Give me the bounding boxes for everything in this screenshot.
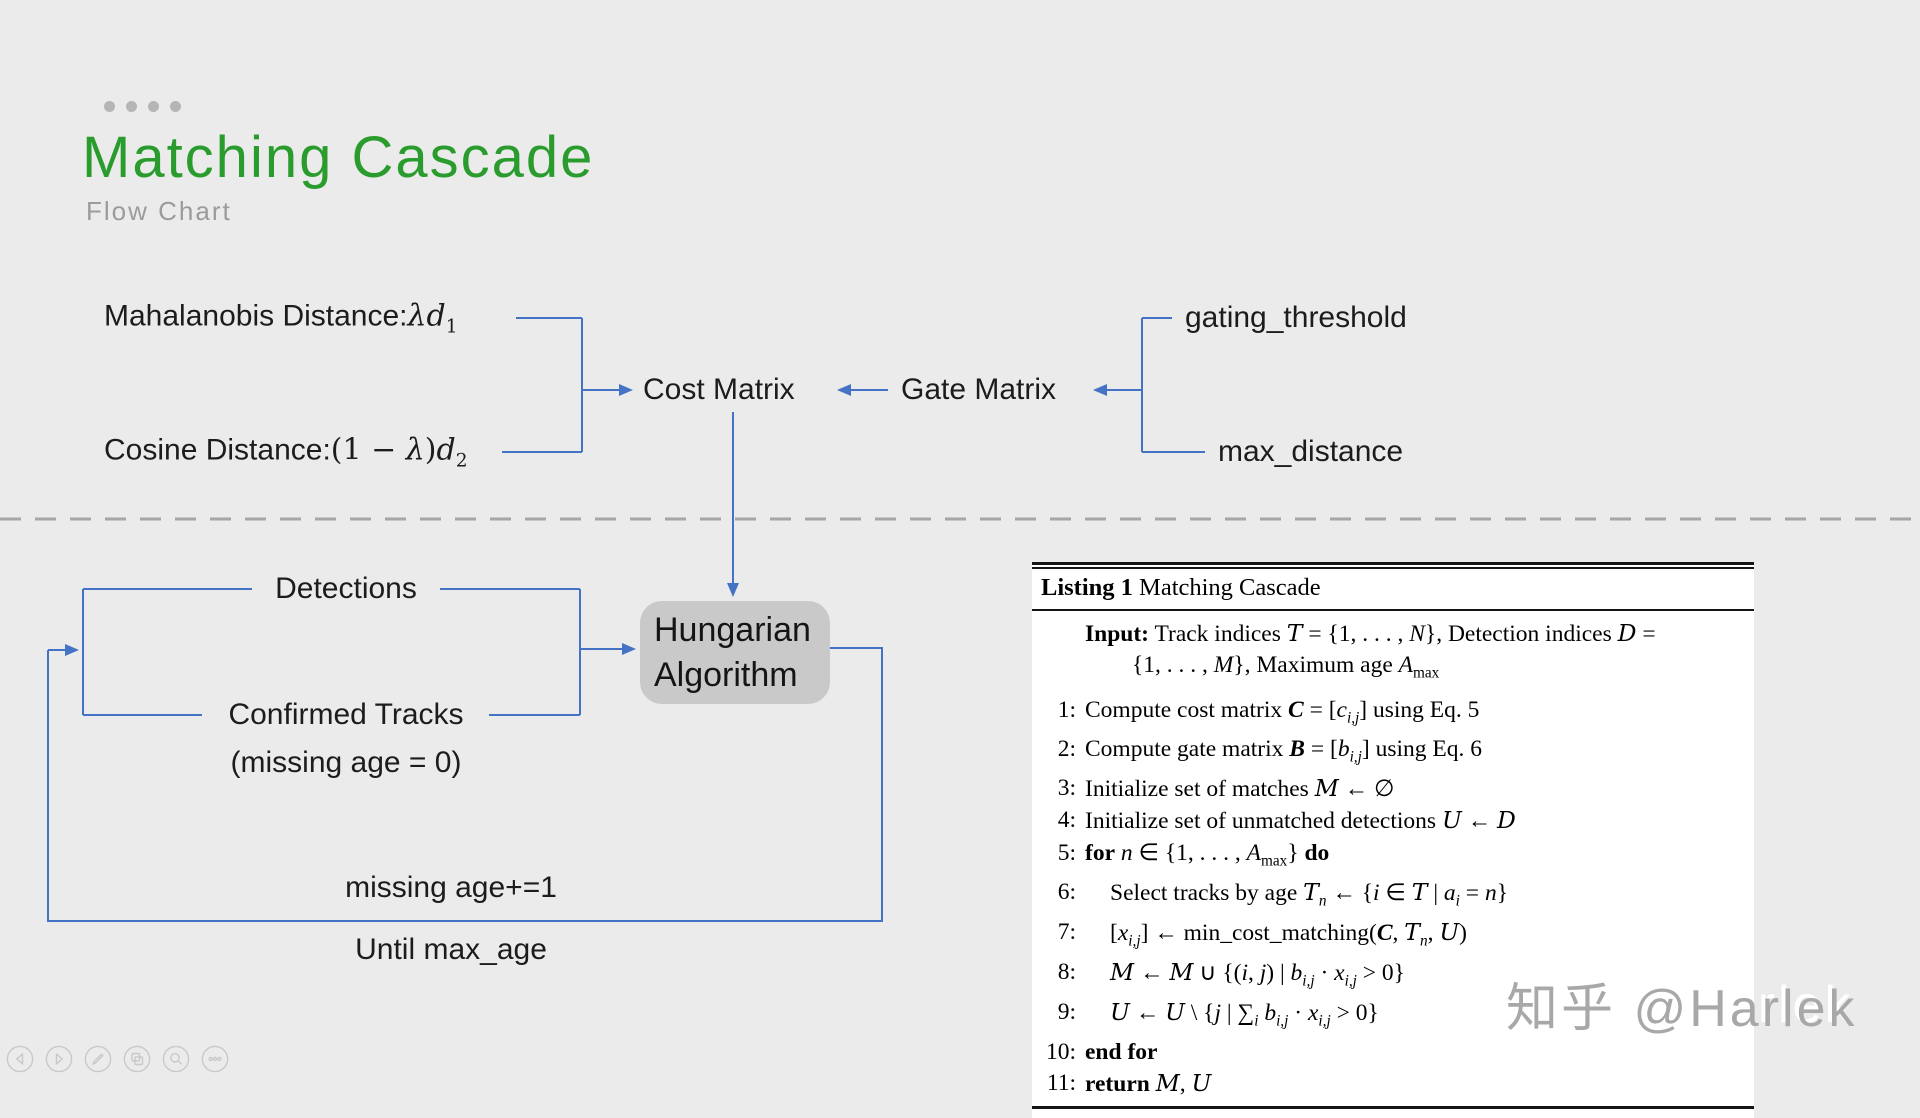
listing-line-text: for n ∈ {1, . . . , Amax} do (1085, 839, 1330, 870)
listing-bottom-rule (1032, 1105, 1754, 1109)
pen-tool-button[interactable] (84, 1045, 112, 1073)
listing-line-number: 7: (1057, 918, 1076, 945)
listing-top-rule-2 (1032, 567, 1754, 569)
listing-line-number: 1: (1057, 696, 1076, 723)
listing-line-text: return M, U (1085, 1069, 1212, 1098)
hungarian-box-line2: Algorithm (654, 656, 798, 694)
listing-line: 11: return M, U (1032, 1068, 1748, 1100)
previous-icon (6, 1045, 34, 1073)
hungarian-box-line1: Hungarian (654, 611, 811, 649)
slides-overview-button[interactable] (123, 1045, 151, 1073)
cost-matrix-label: Cost Matrix (643, 373, 795, 406)
listing-line-number: 9: (1057, 998, 1076, 1025)
listing-line-text: Initialize set of matches M ← ∅ (1085, 773, 1395, 802)
max-distance-label: max_distance (1218, 435, 1404, 468)
listing-line-number: 4: (1057, 807, 1076, 834)
more-icon (201, 1045, 229, 1073)
mahalanobis-distance-label: Mahalanobis Distance:λd1 (104, 298, 458, 338)
detections-label: Detections (275, 572, 417, 605)
missing-age-increment-label: missing age+=1 (345, 871, 557, 904)
listing-line-text: Input: Track indices T = {1, . . . , N},… (1085, 619, 1656, 647)
gating-threshold-label: gating_threshold (1185, 301, 1407, 334)
previous-slide-button[interactable] (6, 1045, 34, 1073)
pen-icon (84, 1045, 112, 1073)
next-slide-button[interactable] (45, 1045, 73, 1073)
listing-line-number (1032, 650, 1076, 689)
title-dot (104, 101, 115, 112)
hungarian-algorithm-box: Hungarian Algorithm (640, 601, 830, 704)
until-max-age-label: Until max_age (355, 933, 547, 966)
listing-line: {1, . . . , M}, Maximum age Amax (1032, 650, 1748, 689)
listing-body: Input: Track indices T = {1, . . . , N},… (1032, 611, 1754, 1101)
next-icon (45, 1045, 73, 1073)
listing-line-number (1032, 618, 1076, 650)
listing-line: 2: Compute gate matrix B = [bi,j] using … (1032, 734, 1748, 773)
listing-line: 9: U ← U \ {j | ∑i bi,j · xi,j > 0} (1032, 997, 1748, 1037)
slide: { "colors": { "bg": "#ebebeb", "accent-g… (0, 101, 1920, 1118)
listing-line-text: U ← U \ {j | ∑i bi,j · xi,j > 0} (1110, 997, 1379, 1030)
listing-line-number: 10: (1045, 1038, 1076, 1065)
watermark: 知乎 @Harlek (1506, 980, 1858, 1038)
title-dot (126, 101, 137, 112)
listing-line-text: Compute cost matrix C = [ci,j] using Eq.… (1085, 696, 1480, 727)
page-title: Matching Cascade (82, 125, 595, 190)
listing-caption-rule (1032, 609, 1754, 611)
page-subtitle: Flow Chart (86, 196, 232, 226)
title-dot (170, 101, 181, 112)
listing-line-number: 6: (1057, 878, 1076, 905)
listing-line-text: Compute gate matrix B = [bi,j] using Eq.… (1085, 735, 1482, 766)
listing-line: 6: Select tracks by age Tn ← {i ∈ T | ai… (1032, 877, 1748, 917)
algorithm-listing: Listing 1 Matching Cascade Input: Track … (1032, 562, 1754, 1118)
listing-caption-label: Listing 1 (1041, 574, 1133, 601)
listing-line: 8: M ← M ∪ {(i, j) | bi,j · xi,j > 0} (1032, 957, 1748, 997)
title-dot (148, 101, 159, 112)
listing-line: 1: Compute cost matrix C = [ci,j] using … (1032, 695, 1748, 734)
zoom-tool-button[interactable] (162, 1045, 190, 1073)
cosine-distance-label: Cosine Distance:(1 − λ)d2 (104, 432, 468, 472)
listing-line-text: {1, . . . , M}, Maximum age Amax (1132, 652, 1440, 683)
listing-line-number: 8: (1057, 958, 1076, 985)
listing-line-text: Select tracks by age Tn ← {i ∈ T | ai = … (1110, 877, 1508, 910)
presenter-toolbar (6, 1045, 229, 1073)
listing-line: 4: Initialize set of unmatched detection… (1032, 805, 1748, 837)
listing-line-text: [xi,j] ← min_cost_matching(C, Tn, U) (1110, 917, 1467, 950)
missing-age-zero-label: (missing age = 0) (230, 746, 462, 779)
title-dots (104, 101, 181, 112)
listing-line: Input: Track indices T = {1, . . . , N},… (1032, 618, 1748, 650)
listing-caption-title: Matching Cascade (1132, 574, 1321, 601)
listing-line-text: Initialize set of unmatched detections U… (1085, 806, 1516, 835)
gate-matrix-label: Gate Matrix (901, 373, 1057, 406)
listing-line: 5: for n ∈ {1, . . . , Amax} do (1032, 838, 1748, 877)
slides-icon (123, 1045, 151, 1073)
listing-line-number: 2: (1057, 735, 1076, 762)
listing-line-text: M ← M ∪ {(i, j) | bi,j · xi,j > 0} (1110, 957, 1405, 990)
listing-caption: Listing 1 Matching Cascade (1032, 569, 1754, 609)
zoom-icon (162, 1045, 190, 1073)
listing-line: 10: end for (1032, 1037, 1748, 1068)
listing-line-number: 5: (1057, 839, 1076, 866)
listing-line-number: 11: (1046, 1070, 1076, 1097)
listing-top-rule (1032, 562, 1754, 565)
listing-line: 7: [xi,j] ← min_cost_matching(C, Tn, U) (1032, 917, 1748, 957)
listing-line-text: end for (1085, 1038, 1158, 1065)
listing-line-number: 3: (1057, 774, 1076, 801)
more-options-button[interactable] (201, 1045, 229, 1073)
listing-line: 3: Initialize set of matches M ← ∅ (1032, 773, 1748, 805)
confirmed-tracks-label: Confirmed Tracks (228, 698, 464, 731)
